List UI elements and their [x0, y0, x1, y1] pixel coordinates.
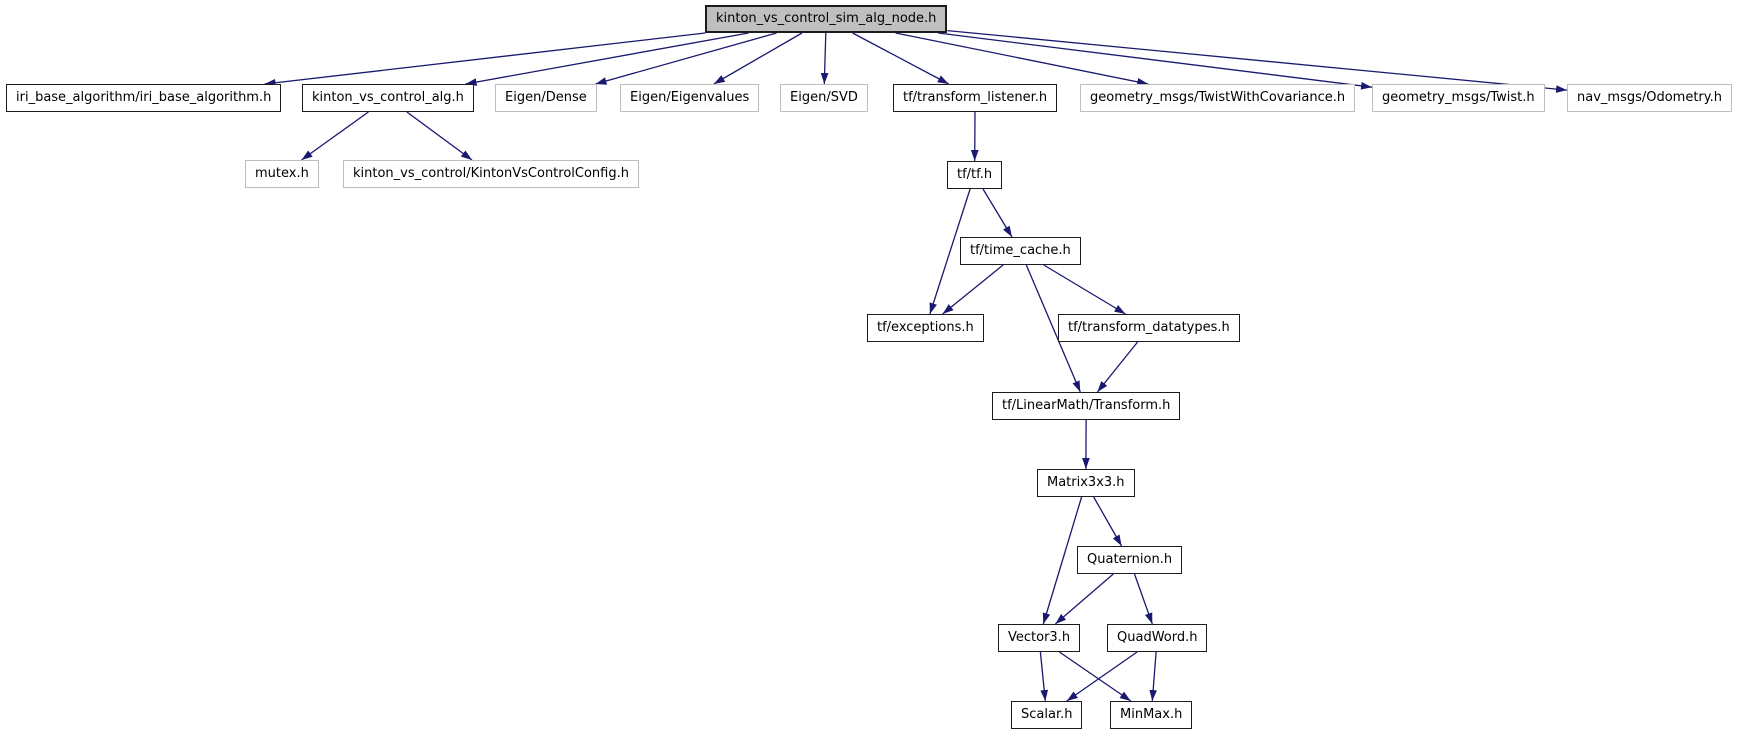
edge-alg-to-config [406, 111, 473, 161]
edge-vector3-to-minmax [1059, 651, 1132, 702]
edge-tf-to-time_cache [982, 188, 1013, 238]
edge-main-to-twist [938, 32, 1373, 90]
edge-matrix3x3-to-quaternion [1093, 496, 1123, 547]
edge-main-to-odometry [947, 29, 1568, 93]
node-eigen-dense: Eigen/Dense [495, 84, 597, 112]
node-eigen-eigenvalues: Eigen/Eigenvalues [620, 84, 760, 112]
node-vector3-h[interactable]: Vector3.h [998, 624, 1081, 652]
node-minmax-h[interactable]: MinMax.h [1110, 701, 1193, 729]
edge-main-to-alg [465, 32, 749, 86]
node-geometry-msgs-twist-h: geometry_msgs/Twist.h [1372, 84, 1545, 112]
edge-matrix3x3-to-vector3 [1042, 496, 1083, 625]
edge-time_cache-to-datatypes [1043, 264, 1126, 315]
edge-main-to-tf_listener [852, 32, 950, 85]
edge-vector3-to-scalar [1039, 651, 1049, 702]
edge-main-to-eigen_svd [820, 32, 829, 85]
node-nav-msgs-odometry-h: nav_msgs/Odometry.h [1567, 84, 1732, 112]
edge-main-to-eigen_dense [595, 32, 777, 85]
node-quaternion-h[interactable]: Quaternion.h [1077, 546, 1183, 574]
node-geometry-msgs-twistwithcovariance-h: geometry_msgs/TwistWithCovariance.h [1080, 84, 1356, 112]
edge-quadword-to-minmax [1149, 651, 1157, 702]
node-kinton-vs-control-alg-h[interactable]: kinton_vs_control_alg.h [302, 84, 474, 112]
edge-time_cache-to-transform [1025, 264, 1081, 393]
edge-tf-to-exceptions [929, 188, 971, 315]
node-tf-tf-h[interactable]: tf/tf.h [947, 161, 1003, 189]
node-scalar-h[interactable]: Scalar.h [1011, 701, 1083, 729]
edge-quaternion-to-quadword [1133, 573, 1153, 625]
node-tf-exceptions-h[interactable]: tf/exceptions.h [867, 314, 984, 342]
node-iri-base-algorithm-h[interactable]: iri_base_algorithm/iri_base_algorithm.h [6, 84, 282, 112]
edge-quaternion-to-vector3 [1054, 573, 1114, 625]
node-tf-transform-listener-h[interactable]: tf/transform_listener.h [893, 84, 1058, 112]
edge-main-to-iri_base [264, 32, 706, 87]
node-kintonvscontrolconfig-h: kinton_vs_control/KintonVsControlConfig.… [343, 160, 639, 188]
node-tf-transform-datatypes-h[interactable]: tf/transform_datatypes.h [1058, 314, 1240, 342]
node-tf-time-cache-h[interactable]: tf/time_cache.h [960, 237, 1081, 265]
edge-main-to-twist_cov [895, 32, 1149, 86]
edge-alg-to-mutex [301, 111, 369, 161]
node-eigen-svd: Eigen/SVD [780, 84, 868, 112]
node-kinton-vs-control-sim-alg-node-h: kinton_vs_control_sim_alg_node.h [705, 5, 948, 33]
node-tf-linearmath-transform-h[interactable]: tf/LinearMath/Transform.h [992, 392, 1181, 420]
edge-main-to-eigen_eigenvalues [713, 32, 803, 85]
node-quadword-h[interactable]: QuadWord.h [1107, 624, 1208, 652]
edge-quadword-to-scalar [1066, 651, 1138, 702]
node-matrix3x3-h[interactable]: Matrix3x3.h [1037, 469, 1135, 497]
node-mutex-h: mutex.h [245, 160, 319, 188]
edge-time_cache-to-exceptions [942, 264, 1004, 315]
edge-datatypes-to-transform [1096, 341, 1139, 393]
